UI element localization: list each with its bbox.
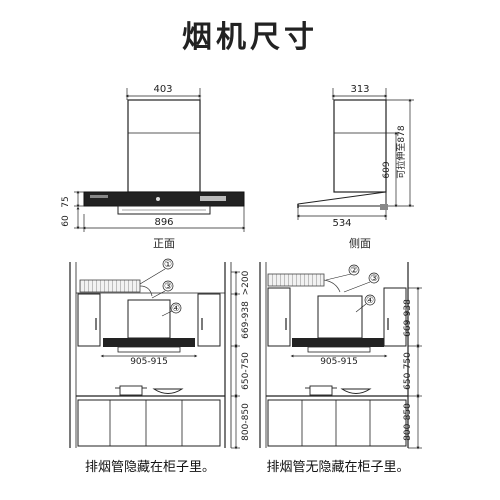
left-wok bbox=[152, 388, 184, 394]
side-hood-body bbox=[297, 191, 387, 207]
left-callout-3: ③ bbox=[164, 282, 172, 292]
install-right: ② ③ ④ 905-915 669-938 650-750 800-850 排烟… bbox=[259, 262, 422, 475]
side-depth-label: 534 bbox=[332, 218, 351, 229]
right-cabinet-gap-label: 905-915 bbox=[320, 357, 358, 367]
right-hood-panel bbox=[292, 338, 384, 347]
left-caption: 排烟管隐藏在柜子里。 bbox=[85, 460, 215, 475]
left-counter-gap-label: 650-750 bbox=[241, 352, 251, 390]
left-hood-panel bbox=[103, 338, 195, 347]
left-lower-cabinets bbox=[77, 399, 221, 447]
right-hood-chimney bbox=[317, 295, 363, 339]
right-counter-height-label: 800-850 bbox=[403, 403, 413, 441]
left-exhaust-duct bbox=[79, 279, 141, 293]
front-side-upper-label: 75 bbox=[61, 196, 71, 207]
side-chimney bbox=[333, 99, 387, 193]
front-total-width-label: 896 bbox=[154, 217, 173, 228]
side-view: 313 534 609 可拉伸至878 侧面 bbox=[296, 84, 414, 250]
left-hood-height-label: 669-938 bbox=[241, 301, 251, 339]
left-upper-cabinet-r bbox=[197, 293, 221, 347]
right-callout-2: ② bbox=[350, 266, 358, 276]
right-caption: 排烟管无隐藏在柜子里。 bbox=[266, 460, 409, 475]
left-callout-4: ④ bbox=[172, 304, 180, 314]
side-view-label: 侧面 bbox=[349, 237, 371, 250]
side-body-height-label: 609 bbox=[382, 161, 392, 178]
left-hood-chimney bbox=[127, 299, 171, 339]
page-title: 烟机尺寸 bbox=[182, 20, 318, 55]
install-left: ① ③ ④ 905-915 >200 669-938 650-750 bbox=[69, 258, 251, 475]
right-wok bbox=[340, 388, 372, 394]
left-counter-height-label: 800-850 bbox=[241, 403, 251, 441]
right-exhaust-duct bbox=[267, 273, 325, 287]
front-view-label: 正面 bbox=[153, 237, 175, 250]
left-upper-cabinet-l bbox=[77, 293, 101, 347]
left-cabinet-gap-label: 905-915 bbox=[130, 357, 168, 367]
left-pot bbox=[119, 385, 143, 396]
right-callout-3: ③ bbox=[370, 274, 378, 284]
front-view: 403 75 60 896 正面 bbox=[61, 84, 246, 250]
front-top-width-label: 403 bbox=[153, 84, 172, 95]
front-chimney bbox=[127, 99, 201, 193]
right-upper-cabinet-l bbox=[267, 287, 291, 347]
right-callout-4: ④ bbox=[366, 296, 374, 306]
right-counter-gap-label: 650-750 bbox=[403, 352, 413, 390]
left-callout-1: ① bbox=[164, 260, 172, 270]
front-side-lower-label: 60 bbox=[61, 215, 71, 227]
side-top-width-label: 313 bbox=[350, 84, 369, 95]
right-lower-cabinets bbox=[267, 399, 407, 447]
right-hood-height-label: 669-938 bbox=[403, 299, 413, 337]
right-pot bbox=[309, 385, 333, 396]
side-extend-height-label: 可拉伸至878 bbox=[395, 125, 407, 178]
left-ceiling-gap-label: >200 bbox=[241, 270, 251, 295]
right-upper-cabinet-r bbox=[383, 287, 407, 347]
